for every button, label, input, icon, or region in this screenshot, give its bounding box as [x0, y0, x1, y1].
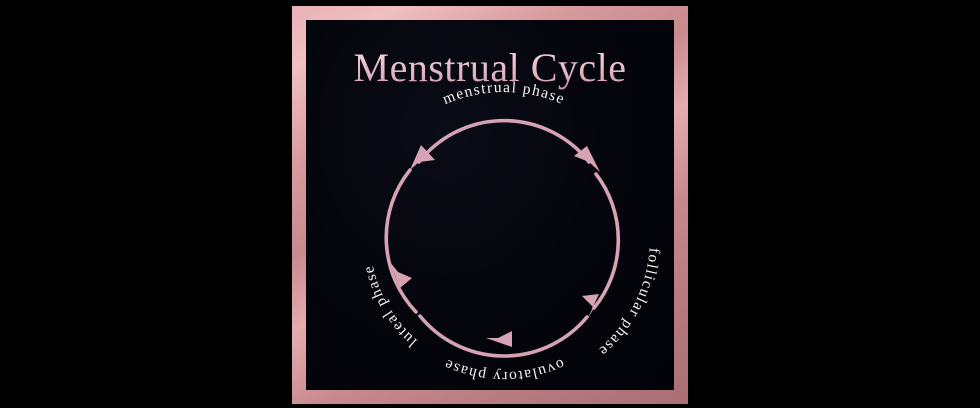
arc-follicular-path: [592, 172, 621, 310]
arc-menstrual-path: [417, 118, 591, 164]
phase-label-follicular: follicular phase: [595, 247, 663, 360]
arc-follicular: [582, 172, 621, 320]
arrowhead-luteal-end-icon: [390, 262, 412, 288]
poster-inner-panel: Menstrual Cycle: [306, 20, 674, 390]
menstrual-cycle-diagram: menstrual phase follicular phase ovulato…: [360, 79, 663, 385]
arc-luteal: [384, 168, 418, 314]
page-title: Menstrual Cycle: [306, 44, 674, 91]
arrowhead-ovulatory-mid-icon: [486, 331, 512, 347]
arc-luteal-path: [384, 168, 418, 314]
arrowhead-menstrual-start-icon: [410, 145, 435, 170]
arc-ovulatory: [418, 314, 589, 358]
arc-ovulatory-path: [418, 314, 589, 358]
phase-label-ovulatory: ovulatory phase: [441, 355, 567, 385]
arc-menstrual: [410, 118, 600, 172]
rose-gold-border-frame: Menstrual Cycle: [292, 6, 688, 404]
arrowhead-follicular-end-icon: [582, 294, 599, 320]
phase-label-menstrual: menstrual phase: [440, 79, 568, 108]
arrowhead-menstrual-end-icon: [574, 146, 600, 172]
